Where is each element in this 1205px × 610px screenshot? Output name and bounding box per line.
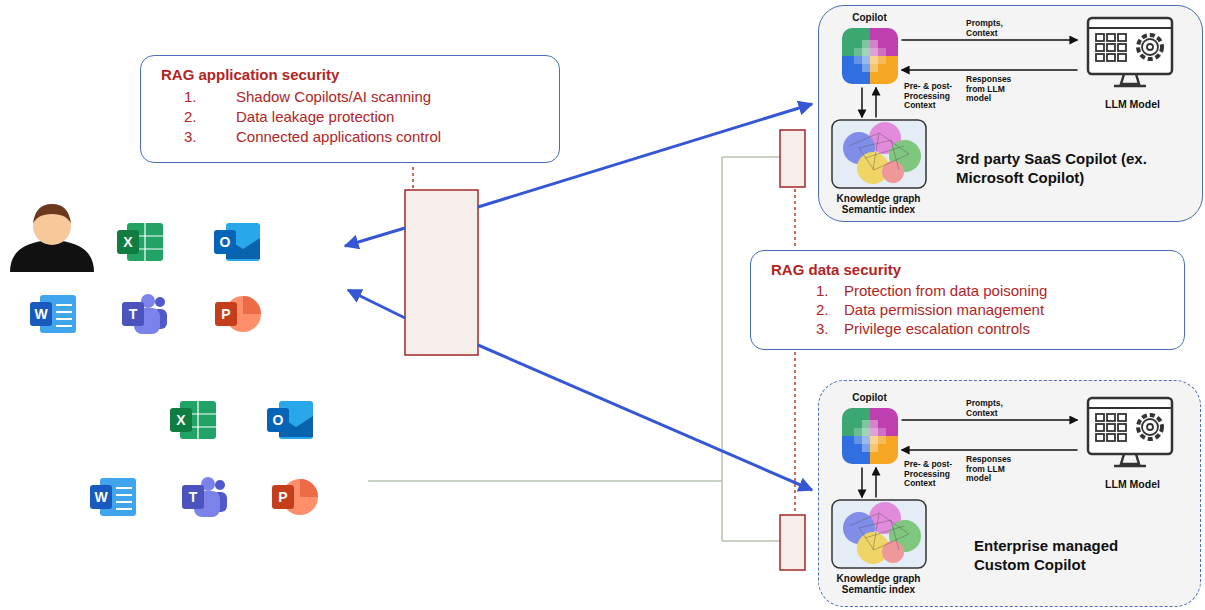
list-item: Shadow Copilots/AI scanning (236, 88, 431, 106)
icon-letter: W (90, 487, 112, 507)
teams-icon (182, 477, 227, 517)
box-heading: RAG application security (161, 66, 339, 84)
container-fill (818, 380, 1201, 607)
list-number: 1. (184, 88, 197, 106)
list-item: Privilege escalation controls (844, 320, 1030, 338)
icon-letter: X (170, 410, 192, 430)
flow-connector (861, 468, 863, 498)
flow-connector (902, 419, 1078, 421)
container-title: 3rd party SaaS Copilot (ex. Microsoft Co… (956, 149, 1156, 187)
kg-icon (829, 498, 929, 570)
copilot-icon (840, 406, 900, 466)
box-heading: RAG data security (771, 261, 901, 279)
user-icon (10, 204, 94, 272)
group-container: 3rd party SaaS Copilot (ex. Microsoft Co… (818, 5, 1203, 222)
group-container: Enterprise managed Custom Copilot Copilot… (818, 380, 1201, 607)
kg-node: Knowledge graph Semantic index (826, 498, 932, 598)
dotted-leader (413, 166, 795, 513)
outlook-icon (214, 223, 260, 261)
flow-connector (875, 88, 877, 118)
connector-wire (368, 157, 780, 541)
list-number: 1. (816, 282, 829, 300)
copilot-icon (840, 26, 900, 86)
list-number: 2. (816, 301, 829, 319)
edge-label: Prompts, Context (966, 19, 1018, 38)
excel-icon (117, 223, 163, 261)
icon-label: Knowledge graph Semantic index (826, 193, 932, 215)
llm-node: LLM Model (1078, 14, 1188, 112)
kg-node: Knowledge graph Semantic index (826, 118, 932, 218)
icon-label: LLM Model (1078, 98, 1188, 110)
flow-connector (902, 449, 1078, 451)
powerpoint-icon (272, 479, 318, 515)
kg-icon (829, 118, 929, 190)
icon-label: Copilot (838, 12, 902, 24)
flow-connector (902, 69, 1078, 71)
copilot-node: Copilot (838, 12, 902, 88)
icon-label: LLM Model (1078, 478, 1188, 490)
excel-icon (170, 401, 216, 439)
llm-node: LLM Model (1078, 394, 1188, 492)
edge-label: Responses from LLM model (966, 75, 1018, 104)
flow-connector (861, 88, 863, 118)
list-number: 3. (184, 128, 197, 146)
word-icon (30, 295, 76, 333)
callout-box: RAG application security 1. Shadow Copilot… (140, 55, 560, 163)
llm-icon (1080, 394, 1180, 474)
data-gateway (780, 515, 805, 570)
list-number: 3. (816, 320, 829, 338)
icon-letter: W (30, 304, 52, 324)
icon-letter: P (215, 304, 237, 324)
flow-connector (875, 468, 877, 498)
teams-icon (122, 294, 167, 334)
security-gateway (405, 190, 478, 355)
powerpoint-icon (215, 296, 261, 332)
icon-label: Knowledge graph Semantic index (826, 573, 932, 595)
icon-letter: O (267, 410, 289, 430)
word-icon (90, 478, 136, 516)
llm-icon (1080, 14, 1180, 94)
edge-label: Prompts, Context (966, 399, 1018, 418)
data-gateway (780, 130, 805, 187)
container-title: Enterprise managed Custom Copilot (974, 536, 1154, 574)
icon-letter: X (117, 232, 139, 252)
list-item: Protection from data poisoning (844, 282, 1047, 300)
edge-label: Pre- & post- Processing Context (904, 460, 966, 489)
icon-letter: T (182, 487, 204, 507)
list-item: Data permission management (844, 301, 1044, 319)
edge-label: Responses from LLM model (966, 455, 1018, 484)
callout-box: RAG data security 1. Protection from data … (750, 250, 1185, 350)
list-item: Data leakage protection (236, 108, 394, 126)
flow-connector (902, 39, 1078, 41)
edge-label: Pre- & post- Processing Context (904, 82, 966, 111)
icon-label: Copilot (838, 392, 902, 404)
copilot-node: Copilot (838, 392, 902, 468)
icon-letter: O (214, 232, 236, 252)
outlook-icon (267, 401, 313, 439)
icon-letter: T (122, 304, 144, 324)
container-fill (818, 5, 1203, 222)
list-number: 2. (184, 108, 197, 126)
list-item: Connected applications control (236, 128, 441, 146)
icon-letter: P (272, 487, 294, 507)
